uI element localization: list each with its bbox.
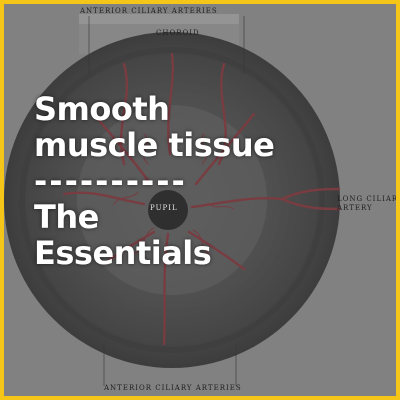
diagram-label-long-ciliary-line-2: ARTERY [337, 204, 373, 212]
thumbnail-title: Smooth muscle tissue ---------- The Esse… [34, 91, 384, 271]
darkening-overlay [4, 4, 396, 396]
title-divider-dashes: ---------- [34, 162, 187, 200]
title-line-the: The [34, 198, 99, 236]
eye-vascular-illustration [4, 4, 396, 396]
title-line-muscle-tissue: muscle tissue [34, 126, 275, 164]
diagram-label-choroid: CHOROID [156, 29, 200, 37]
title-line-essentials: Essentials [34, 234, 212, 272]
diagram-label-bottom-arteries: ANTERIOR CILIARY ARTERIES [104, 384, 242, 392]
diagram-label-long-ciliary-artery: LONG CILIARY ARTERY [337, 195, 400, 213]
diagram-label-long-ciliary-line-1: LONG CILIARY [337, 195, 400, 203]
title-line-smooth: Smooth [34, 90, 170, 128]
diagram-label-top-arteries: ANTERIOR CILIARY ARTERIES [80, 7, 218, 15]
diagram-label-pupil: PUPIL [150, 204, 178, 212]
